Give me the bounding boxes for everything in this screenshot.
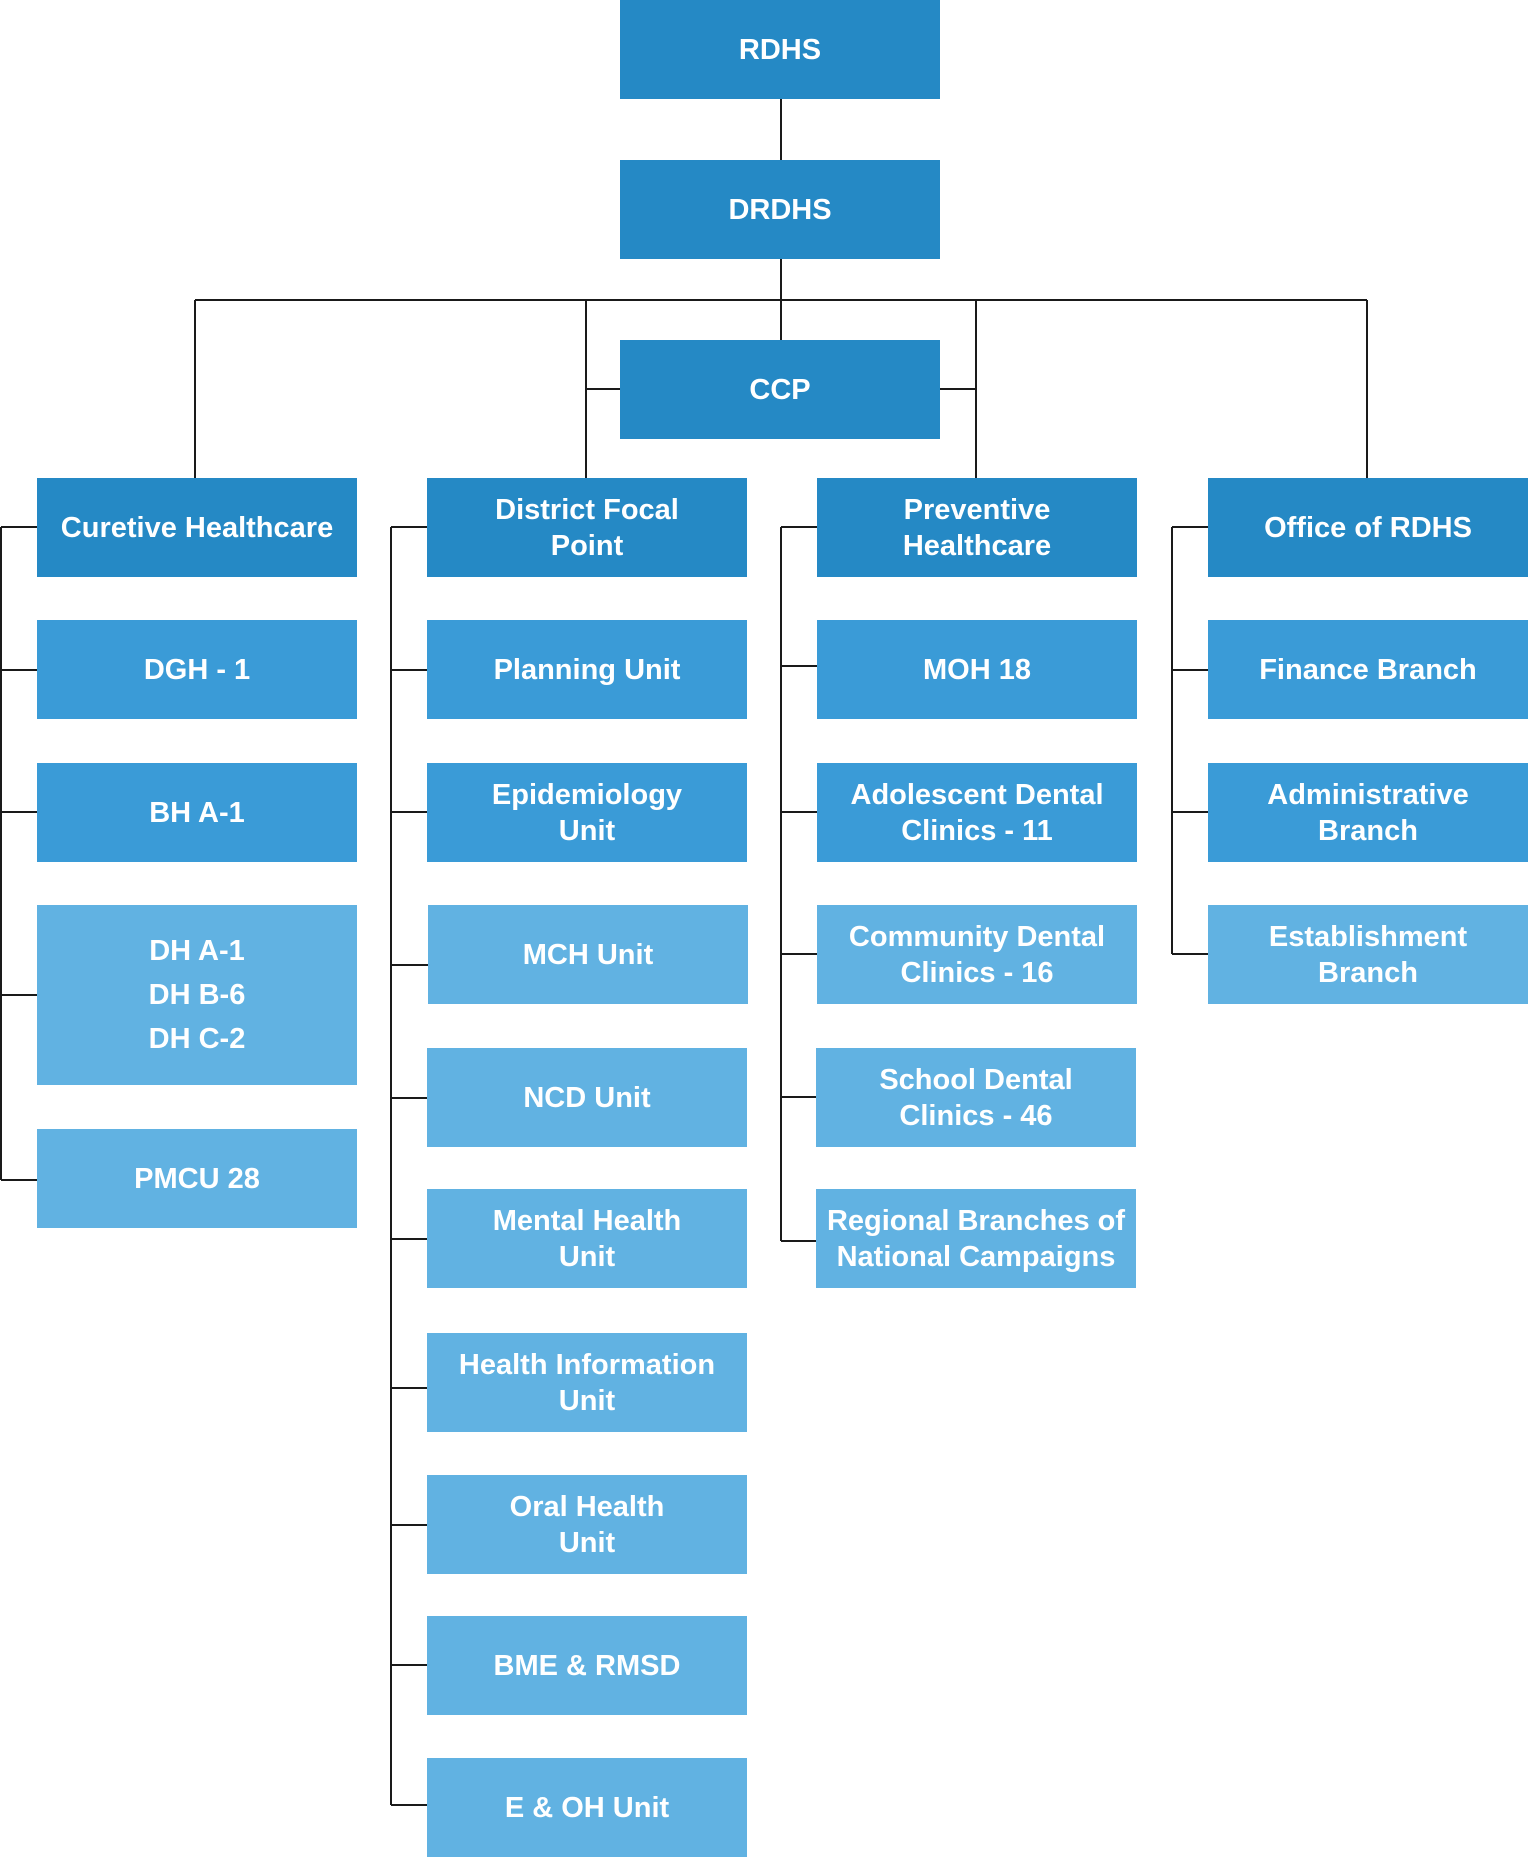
node-establishment-branch: Establishment Branch [1208, 905, 1528, 1004]
node-label: Planning Unit [493, 653, 681, 686]
node-pmcu: PMCU 28 [37, 1129, 357, 1228]
node-label: NCD Unit [523, 1081, 651, 1114]
node-oral-health-unit: Oral Health Unit [427, 1475, 747, 1574]
node-office-of-rdhs: Office of RDHS [1208, 478, 1528, 577]
node-ncd-unit: NCD Unit [427, 1048, 747, 1147]
node-dgh: DGH - 1 [37, 620, 357, 719]
node-label: E & OH Unit [504, 1791, 670, 1824]
node-label: Curetive Healthcare [60, 511, 334, 544]
node-preventive-healthcare: Preventive Healthcare [817, 478, 1137, 577]
node-label: Oral Health Unit [509, 1490, 665, 1559]
node-label: MCH Unit [522, 938, 654, 971]
node-bme-rmsd: BME & RMSD [427, 1616, 747, 1715]
node-school-dental-clinics: School Dental Clinics - 46 [816, 1048, 1136, 1147]
node-label: Epidemiology Unit [491, 778, 683, 847]
node-ccp: CCP [620, 340, 940, 439]
node-label: Regional Branches of National Campaigns [826, 1204, 1126, 1273]
node-label: DH A-1 DH B-6 DH C-2 [148, 935, 246, 1055]
node-planning-unit: Planning Unit [427, 620, 747, 719]
node-label: RDHS [738, 33, 822, 66]
node-label: Finance Branch [1259, 653, 1477, 686]
node-label: Health Information Unit [458, 1348, 716, 1417]
node-moh: MOH 18 [817, 620, 1137, 719]
node-label: School Dental Clinics - 46 [879, 1063, 1073, 1132]
node-rdhs: RDHS [620, 0, 940, 99]
node-label: Administrative Branch [1267, 778, 1469, 847]
node-label: District Focal Point [495, 493, 679, 562]
node-label: PMCU 28 [134, 1162, 260, 1195]
node-label: BH A-1 [149, 796, 245, 829]
node-mental-health-unit: Mental Health Unit [427, 1189, 747, 1288]
node-administrative-branch: Administrative Branch [1208, 763, 1528, 862]
node-curative-healthcare: Curetive Healthcare [37, 478, 357, 577]
node-health-information-unit: Health Information Unit [427, 1333, 747, 1432]
node-label: DGH - 1 [143, 653, 251, 686]
node-label: Establishment Branch [1268, 920, 1468, 989]
node-label: Preventive Healthcare [902, 493, 1052, 562]
node-label: DRDHS [728, 193, 832, 226]
node-label: MOH 18 [923, 653, 1031, 686]
node-label: BME & RMSD [493, 1649, 681, 1682]
node-bh: BH A-1 [37, 763, 357, 862]
node-e-oh-unit: E & OH Unit [427, 1758, 747, 1857]
node-community-dental-clinics: Community Dental Clinics - 16 [817, 905, 1137, 1004]
node-mch-unit: MCH Unit [428, 905, 748, 1004]
node-finance-branch: Finance Branch [1208, 620, 1528, 719]
node-dh: DH A-1 DH B-6 DH C-2 [37, 905, 357, 1085]
node-regional-branches: Regional Branches of National Campaigns [816, 1189, 1136, 1288]
node-label: Office of RDHS [1264, 511, 1472, 544]
node-label: Adolescent Dental Clinics - 11 [850, 778, 1104, 847]
node-label: Community Dental Clinics - 16 [848, 920, 1106, 989]
node-drdhs: DRDHS [620, 160, 940, 259]
node-label: CCP [749, 373, 811, 406]
node-label: Mental Health Unit [492, 1204, 682, 1273]
node-district-focal-point: District Focal Point [427, 478, 747, 577]
node-epidemiology-unit: Epidemiology Unit [427, 763, 747, 862]
node-adolescent-dental-clinics: Adolescent Dental Clinics - 11 [817, 763, 1137, 862]
